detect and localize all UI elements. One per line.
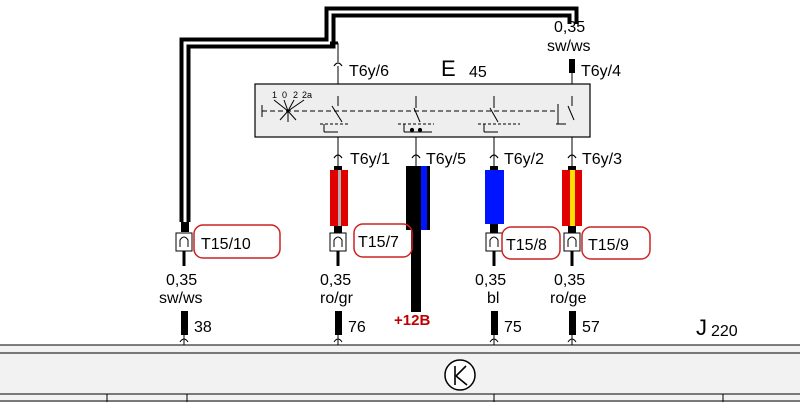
- component-number: 45: [469, 64, 487, 81]
- pin-label-t6y4: T6y/4: [581, 63, 621, 80]
- wire-size-38: 0,35: [166, 272, 197, 289]
- supply-label: +12B: [394, 312, 430, 329]
- pin-label-t6y2: T6y/2: [504, 151, 544, 168]
- arrow-up-icon: [333, 62, 343, 67]
- top-wire-color: sw/ws: [547, 38, 591, 55]
- bottom-ruler: [0, 344, 800, 402]
- connector-label-t15-8: T15/8: [506, 237, 547, 254]
- switch-position-indicator: 1 0 2 2a: [272, 90, 312, 122]
- wire-size-75: 0,35: [475, 272, 506, 289]
- wire-color-57: ro/ge: [550, 290, 587, 307]
- connector-t15-10: T15/10: [175, 222, 281, 266]
- wire-size-57: 0,35: [554, 272, 585, 289]
- ground-k-icon: [444, 359, 476, 391]
- pin-number-38: 38: [194, 319, 212, 336]
- connector-label-t15-9: T15/9: [588, 237, 629, 254]
- connector-label-t15-10: T15/10: [201, 236, 251, 253]
- component-label: E: [441, 56, 456, 81]
- pin-number-75: 75: [504, 319, 522, 336]
- control-unit-number: 220: [711, 323, 738, 340]
- j220-pin-blocks: 38 76 75 57 J 220: [179, 311, 738, 348]
- wire-labels: 0,35 sw/ws 0,35 ro/gr 0,35 bl 0,35 ro/ge: [159, 272, 587, 307]
- svg-text:1: 1: [272, 90, 277, 100]
- connector-label-t15-7: T15/7: [358, 234, 399, 251]
- pin-label-t6y3: T6y/3: [582, 151, 622, 168]
- pin-label-t6y5: T6y/5: [426, 151, 466, 168]
- colored-wires: [330, 166, 582, 312]
- switch-box-e45: 1 0 2 2a: [254, 83, 591, 138]
- connector-t15-8: T15/8: [485, 224, 561, 266]
- connector-t15-7: T15/7: [329, 223, 413, 266]
- pin-number-57: 57: [582, 319, 600, 336]
- svg-text:2: 2: [293, 90, 298, 100]
- wire-color-76: ro/gr: [320, 290, 354, 307]
- control-unit-label: J: [696, 315, 707, 340]
- wire-color-38: sw/ws: [159, 290, 203, 307]
- pin-block-t6y4: [569, 59, 575, 73]
- svg-text:0: 0: [282, 90, 287, 100]
- pin-label-t6y1: T6y/1: [350, 151, 390, 168]
- wire-size-76: 0,35: [320, 272, 351, 289]
- svg-text:2a: 2a: [302, 90, 312, 100]
- top-loop-wire: [179, 6, 579, 222]
- pin-label-t6y6: T6y/6: [349, 63, 389, 80]
- wire-color-75: bl: [487, 290, 499, 307]
- lower-pin-row: T6y/1 T6y/5 T6y/2 T6y/3: [333, 137, 622, 170]
- pin-number-76: 76: [348, 319, 366, 336]
- top-wire-size: 0,35: [554, 19, 585, 36]
- connector-t15-9: T15/9: [563, 226, 651, 266]
